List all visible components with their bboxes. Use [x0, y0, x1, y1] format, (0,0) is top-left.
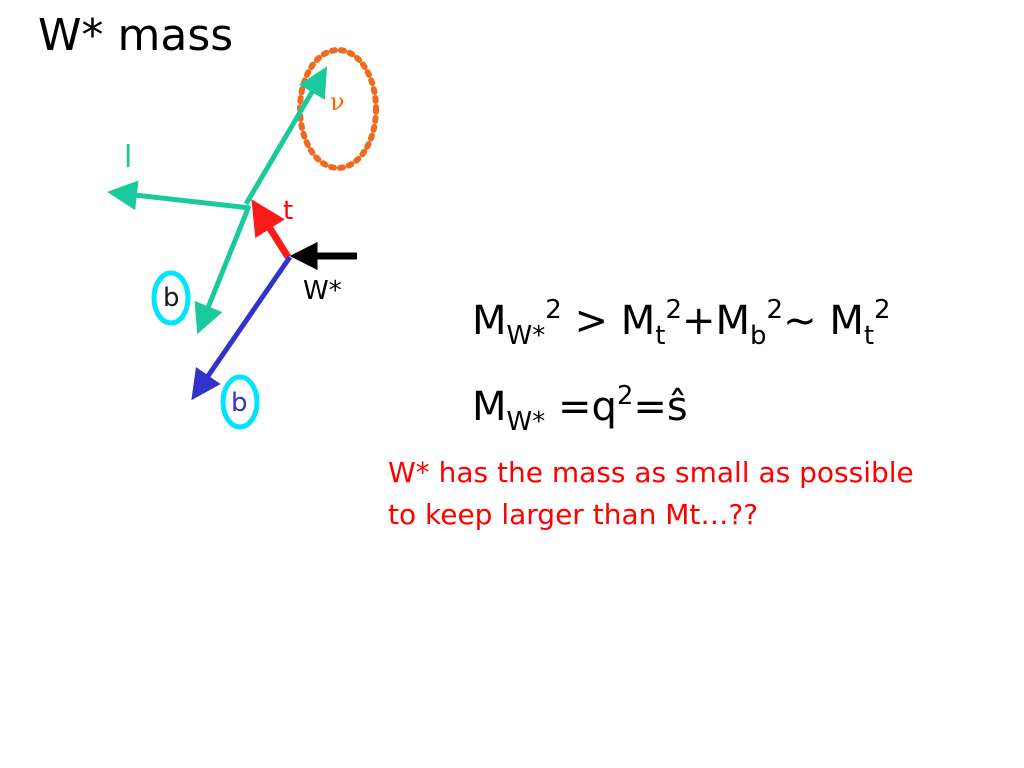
b-lower-circle — [220, 374, 260, 430]
b-lower-label: b — [231, 388, 248, 418]
mass-definition-equation: MW* =q2=ŝ — [472, 381, 688, 437]
top-quark-arrow — [251, 199, 291, 259]
b-upper-label: b — [163, 283, 180, 313]
wstar-label: W* — [303, 276, 342, 306]
note-line-1: W* has the mass as small as possible — [388, 456, 914, 489]
b-lower-arrow — [191, 255, 293, 401]
neutrino-arrow — [243, 66, 328, 206]
note-line-2: to keep larger than Mt…?? — [388, 498, 759, 531]
slide-title: W* mass — [38, 10, 234, 61]
neutrino-label: ν — [330, 88, 345, 116]
lepton-arrow — [107, 180, 251, 211]
lepton-label: l — [124, 140, 133, 175]
mass-inequality-equation: MW*2 > Mt2+Mb2~ Mt2 — [472, 295, 891, 351]
b-upper-arrow — [194, 205, 252, 335]
b-upper-circle — [151, 270, 191, 326]
top-label: t — [283, 196, 294, 226]
question-note: W* has the mass as small as possible to … — [388, 452, 914, 536]
